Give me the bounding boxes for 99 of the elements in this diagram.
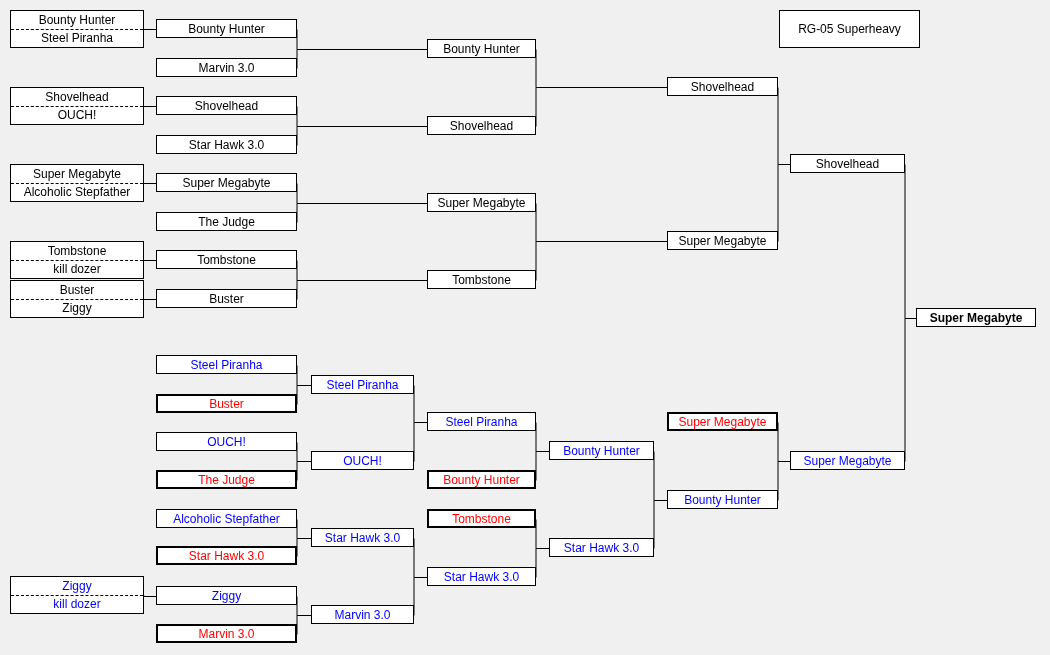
robot-name: Tombstone: [46, 242, 108, 260]
robot-name: Star Hawk 3.0: [323, 529, 402, 546]
bracket-slot: [427, 193, 536, 212]
robot-name: Bounty Hunter: [683, 491, 762, 508]
match-pair-box: [10, 241, 144, 279]
eliminated-box: [156, 470, 297, 489]
bracket-slot: [156, 135, 297, 154]
robot-name: Ziggy: [210, 587, 243, 604]
robot-name: Bounty Hunter: [442, 472, 521, 487]
bracket-line: [143, 260, 157, 261]
bracket-slot: [427, 39, 536, 58]
robot-name: Buster: [208, 290, 245, 307]
robot-name: Bounty Hunter: [442, 40, 521, 57]
bracket-line: [143, 595, 157, 597]
match-pair-box: [10, 10, 144, 48]
bracket-slot: [156, 19, 297, 38]
robot-name: Star Hawk 3.0: [187, 548, 266, 563]
eliminated-box: [156, 546, 297, 565]
bracket-slot: [916, 308, 1036, 327]
eliminated-box: [427, 470, 536, 489]
robot-name: OUCH!: [342, 452, 383, 469]
robot-name: Alcoholic Stepfather: [11, 182, 143, 201]
robot-name: Steel Piranha: [11, 28, 143, 47]
robot-name: Tombstone: [451, 271, 512, 288]
robot-name: Buster: [208, 396, 245, 411]
robot-name: Star Hawk 3.0: [187, 136, 266, 153]
bracket-slot: [156, 586, 297, 605]
robot-name: Super Megabyte: [436, 194, 527, 211]
robot-name: Marvin 3.0: [197, 59, 256, 76]
bracket-slot: [311, 528, 414, 547]
robot-name: kill dozer: [11, 594, 143, 613]
robot-name: Super Megabyte: [677, 232, 768, 249]
bracket-slot: [667, 490, 778, 509]
bracket-line: [143, 29, 157, 30]
robot-name: The Judge: [197, 472, 256, 487]
robot-name: Super Megabyte: [181, 174, 272, 191]
robot-name: kill dozer: [11, 259, 143, 278]
robot-name: Alcoholic Stepfather: [172, 510, 281, 527]
eliminated-box: [427, 509, 536, 528]
robot-name: OUCH!: [206, 433, 247, 450]
robot-name: OUCH!: [11, 105, 143, 124]
robot-name: Ziggy: [61, 577, 93, 595]
bracket-slot: [427, 412, 536, 431]
robot-name: Shovelhead: [44, 88, 110, 106]
bracket-slot: [427, 270, 536, 289]
robot-name: Super Megabyte: [677, 414, 768, 429]
bracket-slot: [427, 567, 536, 586]
eliminated-box: [667, 412, 778, 431]
eliminated-box: [156, 394, 297, 413]
robot-name: Marvin 3.0: [197, 626, 256, 641]
bracket-slot: [156, 58, 297, 77]
bracket-line: [143, 106, 157, 107]
bracket-slot: [156, 173, 297, 192]
robot-name: Super Megabyte: [802, 452, 893, 469]
bracket-slot: [156, 212, 297, 231]
robot-name: Super Megabyte: [31, 165, 123, 183]
bracket-title: RG-05 Superheavy: [779, 10, 920, 48]
robot-name: Shovelhead: [689, 78, 756, 95]
bracket-slot: [549, 538, 654, 557]
bracket-slot: [667, 77, 778, 96]
bracket-slot: [790, 451, 905, 470]
bracket-slot: [427, 116, 536, 135]
robot-name: Steel Piranha: [189, 356, 264, 373]
bracket-slot: [311, 605, 414, 624]
robot-name: Bounty Hunter: [562, 442, 641, 459]
robot-name: Shovelhead: [448, 117, 515, 134]
match-pair-box: [10, 87, 144, 125]
bracket-slot: [156, 289, 297, 308]
robot-name: Tombstone: [451, 511, 512, 526]
bracket-slot: [667, 231, 778, 250]
bracket-slot: [156, 250, 297, 269]
robot-name: Steel Piranha: [444, 413, 519, 430]
bracket-slot: [156, 96, 297, 115]
robot-name: Marvin 3.0: [333, 606, 392, 623]
robot-name: Shovelhead: [193, 97, 260, 114]
match-pair-box: [10, 576, 144, 614]
match-pair-box: [10, 280, 144, 318]
bracket-slot: [156, 509, 297, 528]
robot-name: Star Hawk 3.0: [442, 568, 521, 585]
robot-name: Bounty Hunter: [187, 20, 266, 37]
bracket-slot: [311, 375, 414, 394]
bracket-line: [143, 299, 157, 300]
robot-name: Star Hawk 3.0: [562, 539, 641, 556]
bracket-slot: [156, 355, 297, 374]
robot-name: Shovelhead: [814, 155, 881, 172]
bracket-slot: [311, 451, 414, 470]
robot-name: Bounty Hunter: [37, 11, 117, 29]
match-pair-box: [10, 164, 144, 202]
robot-name: Ziggy: [11, 298, 143, 317]
bracket-slot: [549, 441, 654, 460]
robot-name: Buster: [58, 281, 96, 299]
robot-name: The Judge: [197, 213, 256, 230]
robot-name: Tombstone: [196, 251, 257, 268]
bracket-slot: [790, 154, 905, 173]
bracket-slot: [156, 432, 297, 451]
robot-name: Super Megabyte: [928, 309, 1024, 326]
eliminated-box: [156, 624, 297, 643]
robot-name: Steel Piranha: [325, 376, 400, 393]
bracket-line: [143, 183, 157, 184]
